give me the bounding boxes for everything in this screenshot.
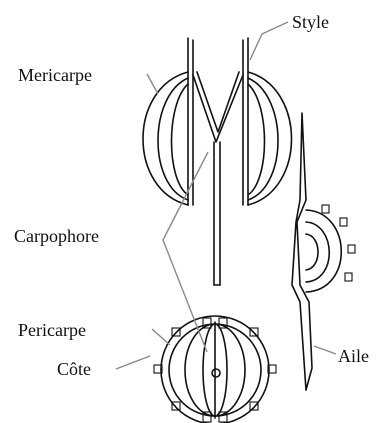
style-leader (250, 22, 288, 60)
label-aile: Aile (338, 346, 369, 366)
cross-section (154, 316, 276, 423)
label-mericarpe: Mericarpe (18, 65, 92, 85)
left-mericarp (143, 38, 193, 205)
aile-leader (314, 346, 336, 354)
right-mericarp (243, 38, 292, 205)
label-pericarpe: Pericarpe (18, 320, 86, 340)
label-style: Style (292, 12, 329, 32)
cote-leader (116, 356, 150, 369)
pericarpe-leader (152, 329, 170, 345)
carpophore (193, 72, 243, 285)
label-cote: Côte (57, 359, 91, 379)
mericarpe-leader (147, 74, 158, 94)
label-carpophore: Carpophore (14, 226, 99, 246)
